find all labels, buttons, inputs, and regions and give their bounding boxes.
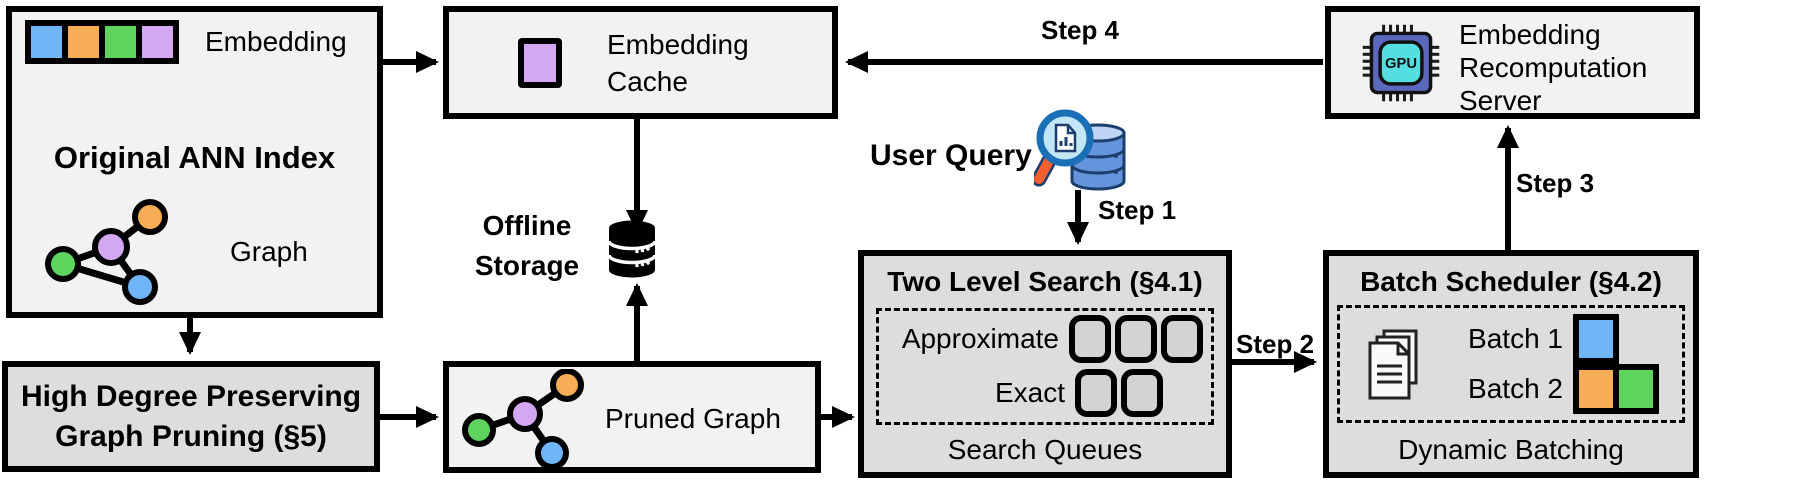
- queue-slot: [1115, 315, 1157, 363]
- embedding-cache-line2: Cache: [607, 66, 688, 97]
- box-graph-pruning: High Degree Preserving Graph Pruning (§5…: [2, 361, 380, 472]
- box-original-ann-index: Embedding Original ANN Index Graph: [6, 6, 383, 318]
- embedding-cell-blue: [25, 20, 68, 64]
- recomputation-server-line3: Server: [1459, 85, 1542, 116]
- step2-label: Step 2: [1236, 329, 1315, 359]
- batch1-row: Batch 1: [1445, 314, 1619, 364]
- user-query-search-database-icon: [1034, 109, 1126, 191]
- step1-label: Step 1: [1098, 195, 1177, 225]
- graph-label: Graph: [230, 236, 308, 267]
- box-two-level-search: Two Level Search (§4.1) Approximate Exac…: [858, 250, 1232, 478]
- step4-label: Step 4: [1040, 15, 1120, 45]
- gpu-chip-icon: GPU: [1362, 24, 1440, 102]
- two-level-search-title: Two Level Search (§4.1): [887, 266, 1203, 297]
- dynamic-batching-footer: Dynamic Batching: [1398, 433, 1624, 465]
- batch-item-green: [1613, 364, 1659, 414]
- dynamic-batching-region: Batch 1 Batch 2: [1337, 305, 1685, 423]
- approximate-label: Approximate: [901, 323, 1059, 354]
- approximate-queue-row: Approximate: [887, 315, 1203, 363]
- embedding-strip: [25, 20, 179, 64]
- queue-slot: [1121, 369, 1163, 417]
- embedding-cache-line1: Embedding: [607, 29, 749, 60]
- pruned-graph-label: Pruned Graph: [605, 403, 781, 434]
- batch-item-blue: [1573, 314, 1619, 364]
- graph-pruning-line1: High Degree Preserving: [20, 380, 362, 413]
- search-queues-region: Approximate Exact: [876, 308, 1214, 425]
- step3-label: Step 3: [1516, 168, 1595, 198]
- embedding-cell-purple: [136, 20, 179, 64]
- batch-scheduler-title: Batch Scheduler (§4.2): [1360, 266, 1662, 297]
- box-recomputation-server: GPU Embedding Recomputation Server: [1325, 6, 1700, 119]
- embedding-label: Embedding: [205, 26, 347, 57]
- queue-slot: [1069, 315, 1111, 363]
- recomputation-server-line2: Recomputation: [1459, 52, 1648, 83]
- box-pruned-graph: Pruned Graph: [443, 361, 821, 473]
- recomputation-server-line1: Embedding: [1459, 19, 1601, 50]
- box-embedding-cache: Embedding Cache: [443, 6, 838, 119]
- batch2-label: Batch 2: [1468, 373, 1563, 404]
- pruned-graph-icon: [462, 369, 584, 467]
- batch1-label: Batch 1: [1468, 323, 1563, 354]
- offline-storage-line2: Storage: [474, 250, 580, 281]
- search-queues-footer: Search Queues: [947, 433, 1143, 465]
- exact-label: Exact: [994, 377, 1065, 408]
- ann-graph-icon: [45, 199, 168, 305]
- cached-embedding-cell: [518, 38, 562, 88]
- user-query-label: User Query: [870, 139, 1032, 172]
- exact-queue-row: Exact: [887, 369, 1203, 417]
- documents-icon: [1368, 329, 1418, 400]
- offline-storage-database-icon: [607, 220, 657, 278]
- box-batch-scheduler: Batch Scheduler (§4.2) Batch 1 Batch 2: [1323, 250, 1699, 478]
- original-ann-index-title: Original ANN Index: [53, 140, 336, 175]
- offline-storage-line1: Offline: [482, 210, 572, 241]
- gpu-chip-label: GPU: [1385, 56, 1417, 72]
- batch2-row: Batch 2: [1445, 364, 1659, 414]
- queue-slot: [1075, 369, 1117, 417]
- graph-pruning-line2: Graph Pruning (§5): [55, 420, 327, 453]
- queue-slot: [1161, 315, 1203, 363]
